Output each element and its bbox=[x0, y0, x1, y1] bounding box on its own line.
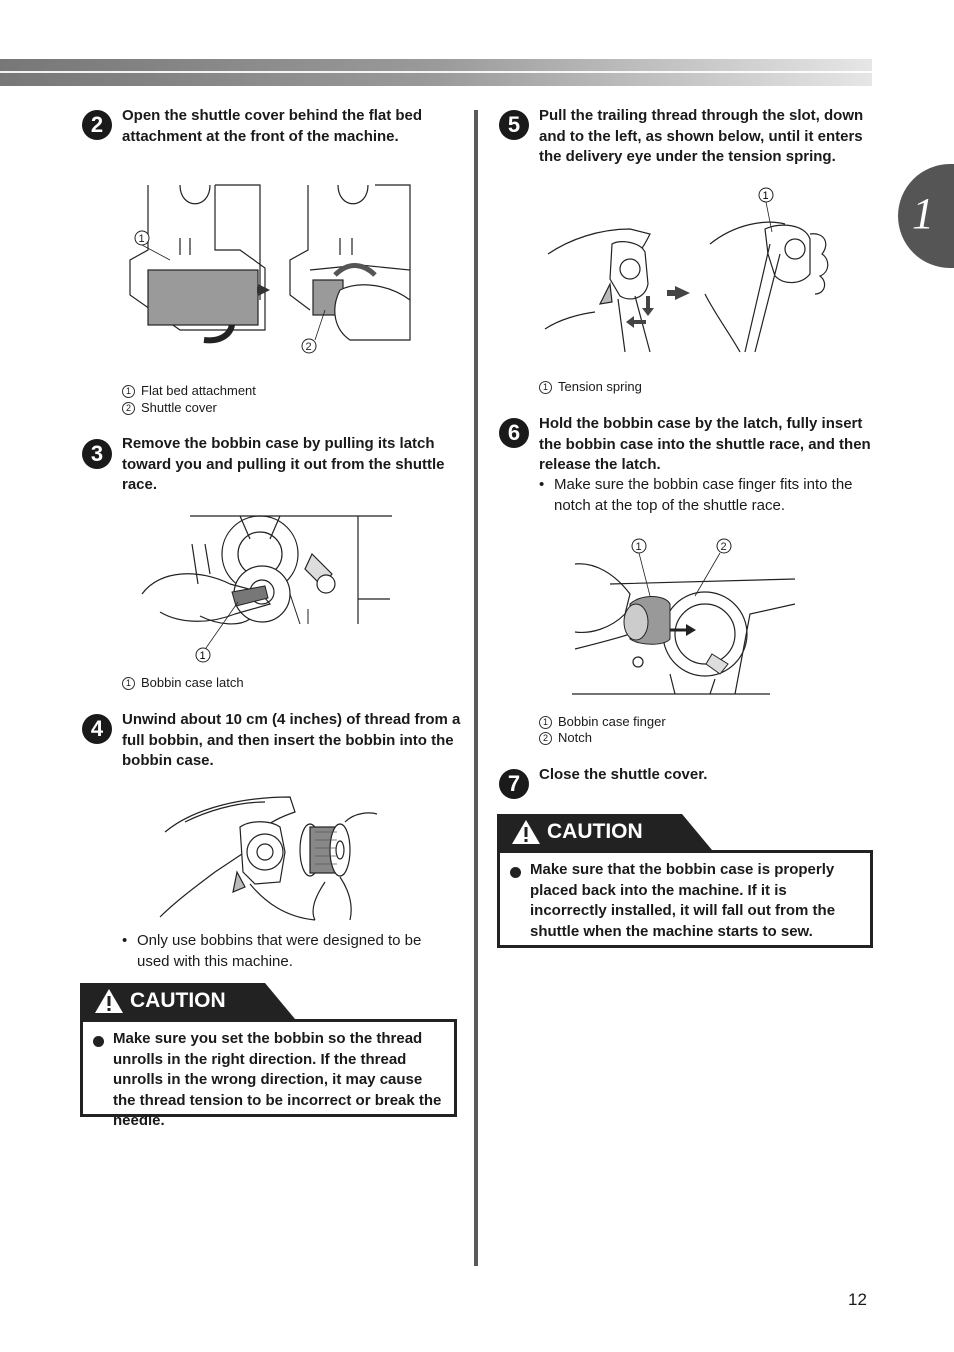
chapter-tab: 1 bbox=[898, 164, 954, 268]
caution-text-left: Make sure you set the bobbin so the thre… bbox=[113, 1030, 442, 1129]
page-number: 12 bbox=[848, 1290, 867, 1309]
bullet-dot: • bbox=[539, 476, 545, 493]
warning-icon bbox=[512, 820, 540, 844]
figure-remove-bobbin-case: 1 bbox=[141, 515, 392, 663]
caution-box-left: Make sure you set the bobbin so the thre… bbox=[80, 1019, 457, 1129]
step-number-5: 5 bbox=[499, 110, 529, 140]
column-divider bbox=[474, 110, 478, 1266]
callout-1: 1 bbox=[763, 190, 769, 202]
step-number-7: 7 bbox=[499, 769, 529, 799]
callout-1: 1 bbox=[200, 650, 206, 662]
callout-2: 2 bbox=[721, 541, 727, 553]
figure-pull-thread: 1 bbox=[544, 187, 829, 353]
header-bar bbox=[0, 59, 872, 86]
step-2-text: Open the shuttle cover behind the flat b… bbox=[122, 107, 423, 145]
chapter-number: 1 bbox=[912, 189, 934, 238]
step-number-4: 4 bbox=[82, 714, 112, 744]
warning-icon bbox=[95, 989, 123, 1013]
figure-insert-bobbin-case: 1 2 bbox=[572, 538, 796, 695]
step-number-3: 3 bbox=[82, 439, 112, 469]
callout-1: 1 bbox=[139, 233, 145, 245]
step-number-6: 6 bbox=[499, 418, 529, 448]
step-6-bullet: • Make sure the bobbin case finger fits … bbox=[539, 476, 853, 514]
step-4-bullet: • Only use bobbins that were designed to… bbox=[122, 932, 422, 970]
caution-header-left: CAUTION bbox=[80, 983, 295, 1019]
callout-1: 1 bbox=[636, 541, 642, 553]
caution-label-right: CAUTION bbox=[547, 820, 643, 843]
figure-open-shuttle-cover: 1 2 bbox=[129, 184, 411, 354]
bullet-dot bbox=[93, 1036, 104, 1047]
step-3-text: Remove the bobbin case by pulling its la… bbox=[122, 435, 445, 493]
caution-header-right: CAUTION bbox=[497, 814, 712, 850]
step-5-text: Pull the trailing thread through the slo… bbox=[539, 107, 864, 165]
callout-2: 2 bbox=[306, 341, 312, 353]
caution-box-right: Make sure that the bobbin case is proper… bbox=[497, 850, 873, 948]
step-6-text: Hold the bobbin case by the latch, fully… bbox=[539, 415, 871, 473]
step-4-text: Unwind about 10 cm (4 inches) of thread … bbox=[122, 711, 461, 769]
caution-text-right: Make sure that the bobbin case is proper… bbox=[530, 861, 836, 940]
bullet-dot bbox=[510, 867, 521, 878]
step-number-2: 2 bbox=[82, 110, 112, 140]
caution-label-left: CAUTION bbox=[130, 989, 226, 1012]
bullet-dot: • bbox=[122, 932, 128, 949]
step-7-text: Close the shuttle cover. bbox=[539, 766, 708, 783]
figure-insert-bobbin bbox=[159, 796, 378, 921]
